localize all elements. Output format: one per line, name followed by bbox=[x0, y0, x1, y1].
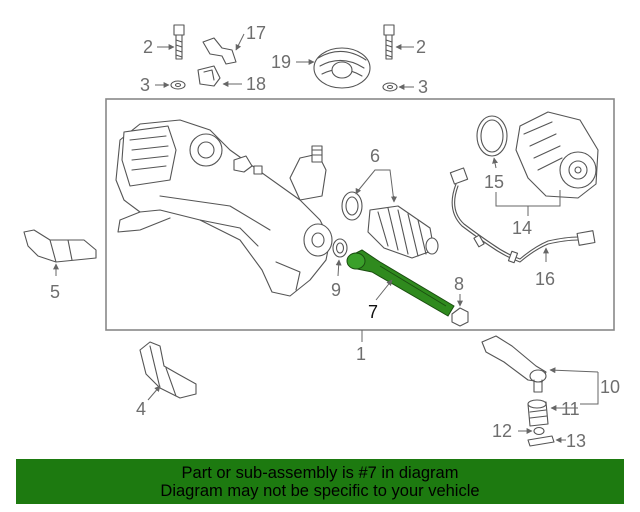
callout-13: 13 bbox=[566, 431, 586, 451]
bracket-part-5[interactable] bbox=[23, 229, 97, 263]
callout-8: 8 bbox=[454, 274, 464, 294]
boot-part-6[interactable] bbox=[367, 205, 439, 259]
cotter-pin-part-13[interactable] bbox=[527, 435, 555, 447]
banner-line-1: Part or sub-assembly is #7 in diagram bbox=[181, 463, 459, 482]
callout-12: 12 bbox=[492, 421, 512, 441]
callout-16: 16 bbox=[535, 269, 555, 289]
inner-tie-rod-part-7[interactable] bbox=[346, 249, 455, 317]
steering-gear-housing[interactable] bbox=[115, 119, 333, 297]
nut-small[interactable] bbox=[233, 155, 253, 173]
ring-part-12[interactable] bbox=[533, 426, 545, 436]
washer-part-3-right[interactable] bbox=[382, 82, 398, 92]
wire-harness-part-16[interactable] bbox=[449, 167, 596, 264]
washer-part-3-left[interactable] bbox=[170, 80, 186, 90]
callout-6: 6 bbox=[370, 146, 380, 166]
callout-11: 11 bbox=[561, 399, 580, 419]
callout-10: 10 bbox=[600, 377, 620, 397]
callout-18: 18 bbox=[246, 74, 266, 94]
tie-rod-end-part-10[interactable] bbox=[481, 335, 547, 393]
bracket-part-4[interactable] bbox=[139, 341, 197, 399]
bolt-part-2-right[interactable] bbox=[383, 24, 395, 60]
parts-diagram: 2 3 17 18 19 2 3 bbox=[23, 23, 620, 451]
callout-9: 9 bbox=[331, 280, 341, 300]
assembly-frame bbox=[105, 98, 615, 331]
callout-2-right: 2 bbox=[416, 37, 426, 57]
banner-line-2: Diagram may not be specific to your vehi… bbox=[160, 481, 480, 500]
clip-part-17[interactable] bbox=[202, 37, 237, 65]
callout-17: 17 bbox=[246, 23, 266, 43]
info-banner: Part or sub-assembly is #7 in diagram Di… bbox=[16, 459, 624, 504]
clamp-part-6[interactable] bbox=[341, 191, 363, 221]
bracket-part-18[interactable] bbox=[197, 65, 221, 87]
callout-1: 1 bbox=[356, 344, 366, 364]
lock-nut-part-8[interactable] bbox=[451, 307, 469, 327]
seal-part-9[interactable] bbox=[332, 238, 348, 258]
bolt-part-2-left[interactable] bbox=[173, 24, 185, 60]
callout-14: 14 bbox=[512, 218, 532, 238]
o-ring-part-15[interactable] bbox=[476, 115, 508, 157]
boot-part-19[interactable] bbox=[313, 47, 371, 89]
plug-small[interactable] bbox=[253, 165, 263, 175]
callout-3-left: 3 bbox=[140, 75, 150, 95]
callout-5: 5 bbox=[50, 282, 60, 302]
callout-19: 19 bbox=[271, 52, 291, 72]
callout-3-right: 3 bbox=[418, 77, 428, 97]
callout-7: 7 bbox=[368, 302, 378, 322]
callout-4: 4 bbox=[136, 399, 146, 419]
motor-part-14[interactable] bbox=[515, 111, 599, 199]
callout-2-left: 2 bbox=[143, 37, 153, 57]
callout-15: 15 bbox=[484, 172, 504, 192]
boot-part-11[interactable] bbox=[527, 399, 549, 427]
